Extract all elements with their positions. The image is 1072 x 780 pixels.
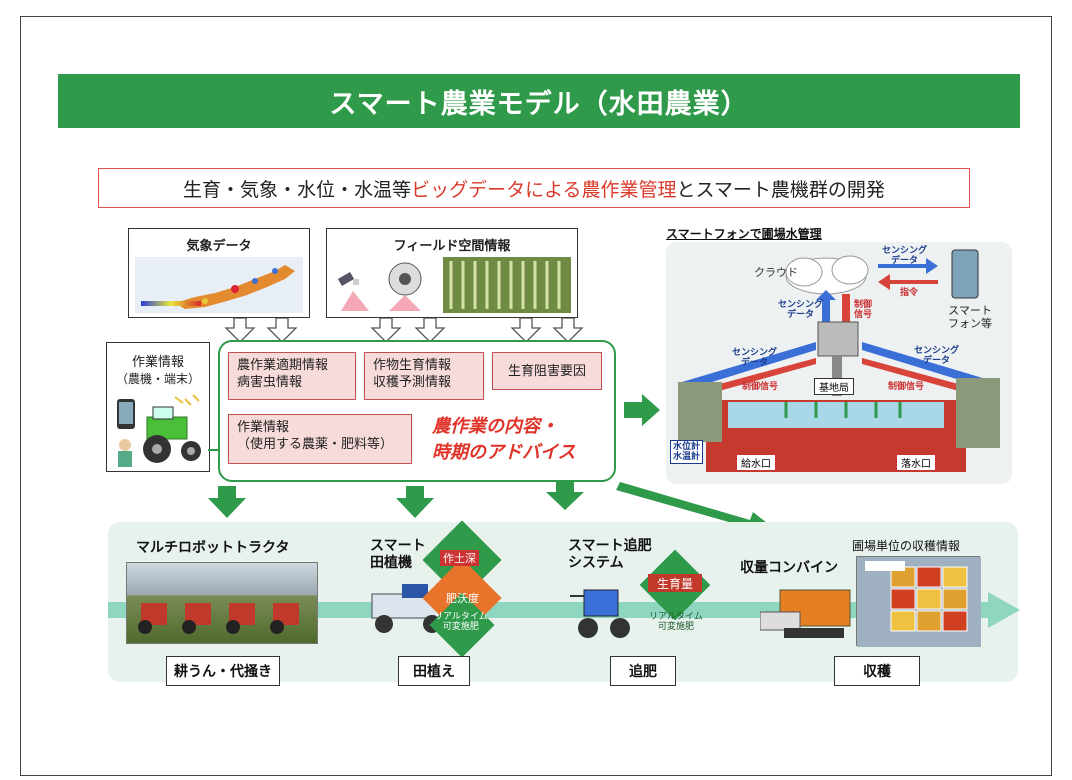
diamond-label-3: リアルタイム可変施肥 bbox=[434, 612, 488, 632]
sensing-label-right: センシングデータ bbox=[914, 346, 960, 366]
tractor-phone-icon bbox=[113, 393, 205, 469]
base-station-label: 基地局 bbox=[814, 378, 854, 395]
subtitle-part3: とスマート農機群の開発 bbox=[676, 178, 885, 201]
work-info-line1: 作業情報 bbox=[131, 355, 184, 370]
info-box-inhibiting: 生育阻害要因 bbox=[492, 352, 602, 390]
meter-label: 水位計水温計 bbox=[670, 440, 704, 464]
yield-info-title: 圃場単位の収穫情報 bbox=[852, 539, 961, 553]
info-pests: 病害虫情報 bbox=[237, 375, 303, 390]
right-arrow-to-water bbox=[624, 394, 660, 426]
info-growth: 作物生育情報 bbox=[373, 358, 452, 373]
satellite-drone-icon bbox=[333, 257, 573, 313]
smart-fert-title: スマート追肥システム bbox=[568, 538, 652, 571]
command-label: 指令 bbox=[900, 288, 919, 298]
inlet-label: 給水口 bbox=[736, 454, 776, 471]
field-spatial-label: フィールド空間情報 bbox=[393, 239, 511, 254]
japan-map-icon bbox=[135, 257, 303, 313]
smart-planter-title: スマート田植機 bbox=[370, 538, 426, 571]
weather-data-box: 気象データ bbox=[128, 228, 310, 318]
stage-planting: 田植え bbox=[398, 656, 470, 686]
water-panel: クラウド センシングデータ 指令 スマートフォン等 センシングデータ 制御信号 … bbox=[666, 242, 1012, 484]
diamond-variable-2: リアルタイム可変施肥 bbox=[649, 612, 703, 632]
combine-photo bbox=[759, 582, 860, 642]
work-info-box: 作業情報 （農機・端末） bbox=[106, 342, 210, 472]
cloud-label: クラウド bbox=[754, 266, 798, 279]
robot-tractor-title: マルチロボットトラクタ bbox=[136, 540, 290, 556]
sensing-label-left: センシングデータ bbox=[732, 348, 778, 368]
hollow-down-arrows bbox=[224, 318, 584, 343]
subtitle-part1: 生育・気象・水位・水温等 bbox=[183, 178, 412, 201]
advice-text: 農作業の内容・ 時期のアドバイス bbox=[432, 414, 612, 466]
robot-tractor-photo bbox=[126, 562, 318, 644]
slide-title: スマート農業モデル（水田農業） bbox=[58, 74, 1020, 128]
info-box-timing-pests: 農作業適期情報 病害虫情報 bbox=[228, 352, 356, 400]
smartphone-label: スマートフォン等 bbox=[948, 304, 992, 330]
info-work: 作業情報 bbox=[237, 420, 290, 435]
info-box-growth-harvest: 作物生育情報 収穫予測情報 bbox=[364, 352, 484, 400]
sensing-label-mid: センシングデータ bbox=[778, 300, 824, 320]
info-harvest: 収穫予測情報 bbox=[373, 375, 452, 390]
control-signal-right: 制御信号 bbox=[888, 382, 925, 392]
info-timing: 農作業適期情報 bbox=[237, 358, 329, 373]
water-panel-title: スマートフォンで圃場水管理 bbox=[666, 227, 822, 241]
work-info-connector bbox=[208, 449, 220, 451]
sensing-label-top: センシングデータ bbox=[882, 246, 928, 266]
outlet-label: 落水口 bbox=[896, 454, 936, 471]
diamond-label-2: 肥沃度 bbox=[446, 592, 479, 605]
stage-tillage: 耕うん・代掻き bbox=[166, 656, 280, 686]
combine-title: 収量コンバイン bbox=[740, 560, 838, 576]
advice-line2: 時期のアドバイス bbox=[432, 442, 576, 463]
work-info-line2: （農機・端末） bbox=[115, 372, 200, 386]
info-inhibiting: 生育阻害要因 bbox=[507, 363, 586, 379]
control-signal-left: 制御信号 bbox=[742, 382, 779, 392]
stage-fertilize: 追肥 bbox=[610, 656, 676, 686]
info-chemicals: （使用する農薬・肥料等） bbox=[237, 437, 394, 452]
info-box-work: 作業情報 （使用する農薬・肥料等） bbox=[228, 414, 412, 464]
slide-subtitle: 生育・気象・水位・水温等ビッグデータによる農作業管理とスマート農機群の開発 bbox=[98, 168, 970, 208]
diamond-growth-label: 生育量 bbox=[648, 574, 702, 592]
yield-map bbox=[856, 556, 981, 647]
advice-line1: 農作業の内容・ bbox=[432, 416, 558, 437]
weather-data-label: 気象データ bbox=[186, 239, 252, 254]
field-spatial-box: フィールド空間情報 bbox=[326, 228, 578, 318]
diamond-label-1: 作土深 bbox=[440, 550, 479, 566]
stage-harvest: 収穫 bbox=[834, 656, 920, 686]
fertilizer-machine-photo bbox=[570, 580, 640, 642]
subtitle-part2: ビッグデータによる農作業管理 bbox=[411, 178, 677, 201]
control-label-mid: 制御信号 bbox=[854, 300, 873, 320]
